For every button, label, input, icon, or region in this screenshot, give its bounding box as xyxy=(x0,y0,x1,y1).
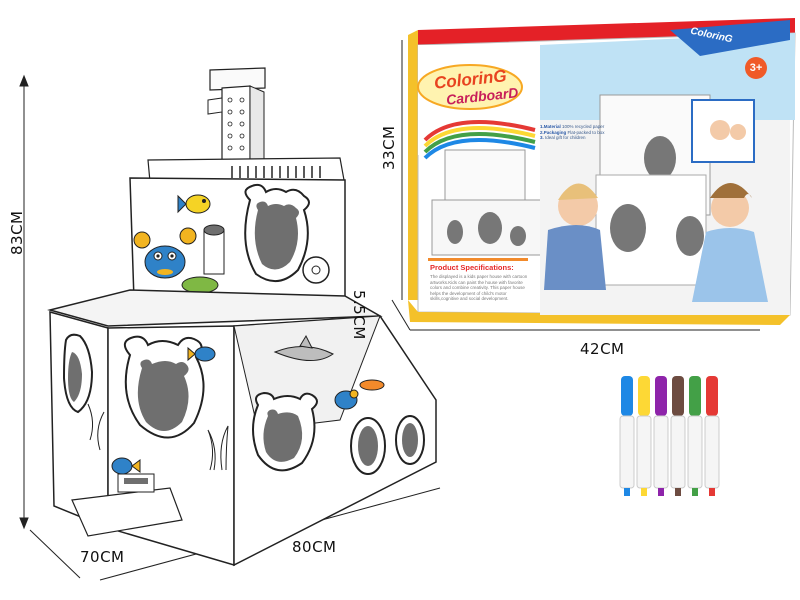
spec-title: Product Specifications: xyxy=(430,263,514,272)
feature-text: 100% recycled paper xyxy=(562,124,605,129)
porthole-icon xyxy=(244,183,310,282)
fish-icon xyxy=(111,346,385,475)
marker-icon xyxy=(653,376,669,496)
feature-list: 1.Material 100% recycled paper 2.Packagi… xyxy=(540,124,610,141)
feature-item: 2.Packaging Flat-packed to box xyxy=(540,130,610,136)
feature-item: 1.Material 100% recycled paper xyxy=(540,124,610,130)
spec-body: The displayed is a kids paper house with… xyxy=(430,274,528,301)
dimension-depth-label: 70CM xyxy=(80,548,125,566)
fish-icon xyxy=(177,194,211,214)
box-depth-label: 5.5CM xyxy=(350,290,368,340)
marker-icon xyxy=(687,376,703,496)
age-badge: 3+ xyxy=(745,57,767,79)
box-width-label: 42CM xyxy=(580,340,625,358)
chimney xyxy=(207,67,266,168)
porthole-icon xyxy=(123,335,205,439)
cardboard-ship-house xyxy=(47,67,437,567)
marker-icon xyxy=(704,376,720,496)
feature-head: 3. xyxy=(540,135,544,140)
retail-box xyxy=(408,18,796,325)
feature-text: Ideal gift for children xyxy=(545,135,586,140)
marker-set xyxy=(619,376,720,496)
marker-icon xyxy=(670,376,686,496)
feature-head: 1.Material xyxy=(540,124,561,129)
dimension-height-label: 83CM xyxy=(8,210,26,255)
feature-item: 3. Ideal gift for children xyxy=(540,135,610,141)
feature-head: 2.Packaging xyxy=(540,129,567,135)
feature-text: Flat-packed to box xyxy=(567,129,605,135)
crab-icon xyxy=(133,227,197,279)
marker-icon xyxy=(619,376,635,496)
box-height-label: 33CM xyxy=(380,125,398,170)
dimension-width-label: 80CM xyxy=(292,538,337,556)
shark-icon xyxy=(273,334,334,361)
marker-icon xyxy=(636,376,652,496)
porthole-icon xyxy=(252,391,318,472)
